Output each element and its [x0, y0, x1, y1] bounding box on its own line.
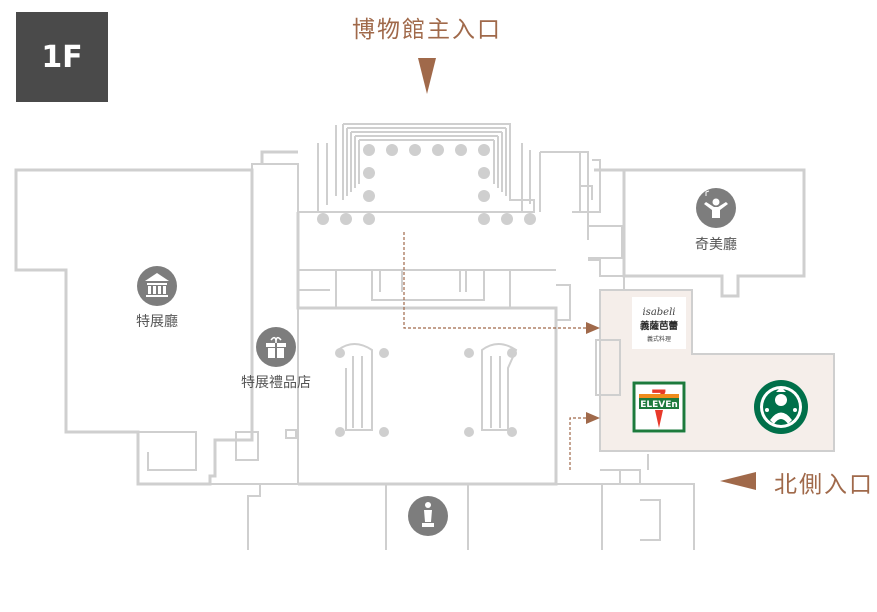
staircases — [335, 343, 518, 437]
main-entrance-arrow-icon — [418, 58, 436, 94]
lobby-columns — [317, 144, 536, 225]
svg-text:義式料理: 義式料理 — [647, 335, 671, 343]
route-arrow-icon — [586, 322, 600, 334]
route-main — [403, 232, 590, 329]
main-entrance-label: 博物館主入口 — [352, 17, 502, 43]
route-north — [569, 417, 590, 470]
chimei-hall-label: 奇美廳 — [695, 237, 737, 253]
performer-icon — [696, 188, 736, 228]
svg-text:isabeli: isabeli — [642, 307, 675, 318]
museum-icon — [137, 266, 177, 306]
isabelle-restaurant-logo: isabeli 義薩芭蕾 義式料理 — [632, 297, 686, 349]
starbucks-logo — [754, 380, 808, 434]
gift-shop-label: 特展禮品店 — [241, 375, 311, 391]
floor-badge: 1F — [16, 12, 108, 102]
statue-icon — [408, 496, 448, 536]
svg-text:ELEVEn: ELEVEn — [640, 400, 678, 410]
seven-eleven-logo: 7 ELEVEn — [632, 381, 686, 433]
gift-icon — [256, 327, 296, 367]
north-entrance-label: 北側入口 — [774, 472, 874, 498]
north-entrance-arrow-icon — [720, 472, 756, 490]
route-arrow-icon — [586, 412, 600, 424]
svg-text:義薩芭蕾: 義薩芭蕾 — [640, 320, 679, 332]
atrium-walls — [260, 150, 558, 486]
special-hall-label: 特展廳 — [136, 314, 178, 330]
special-hall-walls — [14, 168, 254, 486]
chimei-hall-walls — [594, 168, 806, 298]
